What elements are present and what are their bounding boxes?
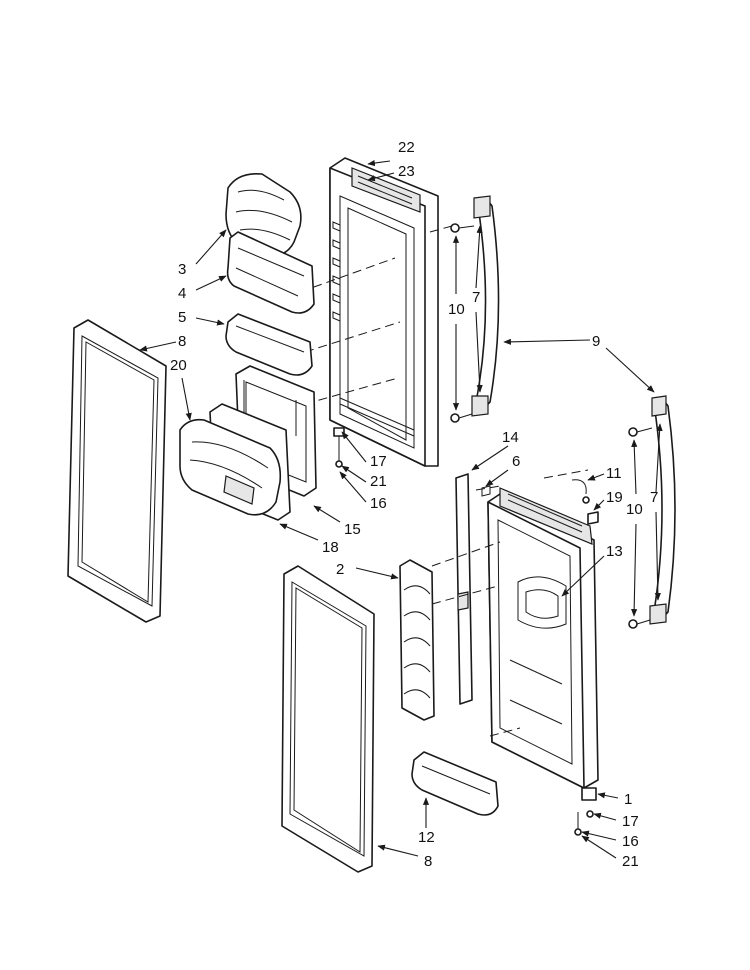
leader-lines — [139, 160, 663, 859]
label-10-upper: 10 — [448, 301, 465, 318]
label-9: 9 — [592, 333, 600, 350]
label-22: 22 — [398, 139, 415, 156]
label-15: 15 — [344, 521, 361, 538]
label-8-lower: 8 — [424, 853, 432, 870]
label-13: 13 — [606, 543, 623, 560]
label-1: 1 — [624, 791, 632, 808]
label-17-upper: 17 — [370, 453, 387, 470]
label-11: 11 — [606, 465, 622, 482]
hinge-pin-14 — [481, 485, 491, 497]
label-7-lower: 7 — [650, 489, 658, 506]
label-3: 3 — [178, 261, 186, 278]
label-18: 18 — [322, 539, 339, 556]
upper-door-liner — [329, 157, 439, 467]
door-shelf-slots — [332, 221, 341, 322]
part-18-front-cover — [179, 418, 282, 516]
label-12: 12 — [418, 829, 435, 846]
lower-door-liner — [487, 487, 599, 789]
part-8-upper-gasket — [67, 319, 167, 623]
lower-door-hinge-parts — [574, 787, 597, 836]
label-5: 5 — [178, 309, 186, 326]
upper-door-hinge-parts — [333, 427, 345, 468]
part-19-fitting — [587, 511, 599, 525]
part-14-door-strip — [455, 473, 473, 705]
label-8-upper: 8 — [178, 333, 186, 350]
label-20: 20 — [170, 357, 187, 374]
label-4: 4 — [178, 285, 186, 302]
label-21-upper: 21 — [370, 473, 387, 490]
label-10-lower: 10 — [626, 501, 643, 518]
alignment-lines-upper — [299, 225, 453, 405]
label-16-upper: 16 — [370, 495, 387, 512]
label-14: 14 — [502, 429, 519, 446]
label-21-lower: 21 — [622, 853, 639, 870]
part-number-labels: 22 23 3 4 5 8 20 10 7 9 17 21 16 15 18 1… — [170, 139, 658, 870]
part-5-door-bin — [225, 313, 313, 376]
upper-handle-screws — [450, 223, 475, 423]
label-19: 19 — [606, 489, 623, 506]
part-4-door-bin — [226, 231, 315, 314]
label-2: 2 — [336, 561, 344, 578]
part-12-door-bin — [411, 751, 499, 816]
part-9-lower-handle — [649, 395, 676, 625]
part-2-bin-assembly — [399, 559, 435, 721]
label-7-upper: 7 — [472, 289, 480, 306]
alignment-lines-lower — [431, 469, 589, 737]
label-6: 6 — [512, 453, 520, 470]
label-16-lower: 16 — [622, 833, 639, 850]
part-11-water-tube — [571, 479, 590, 504]
label-17-lower: 17 — [622, 813, 639, 830]
part-8-lower-gasket — [281, 565, 375, 873]
lower-handle-screws — [628, 427, 653, 629]
label-23: 23 — [398, 163, 415, 180]
part-9-upper-handle — [471, 195, 500, 417]
